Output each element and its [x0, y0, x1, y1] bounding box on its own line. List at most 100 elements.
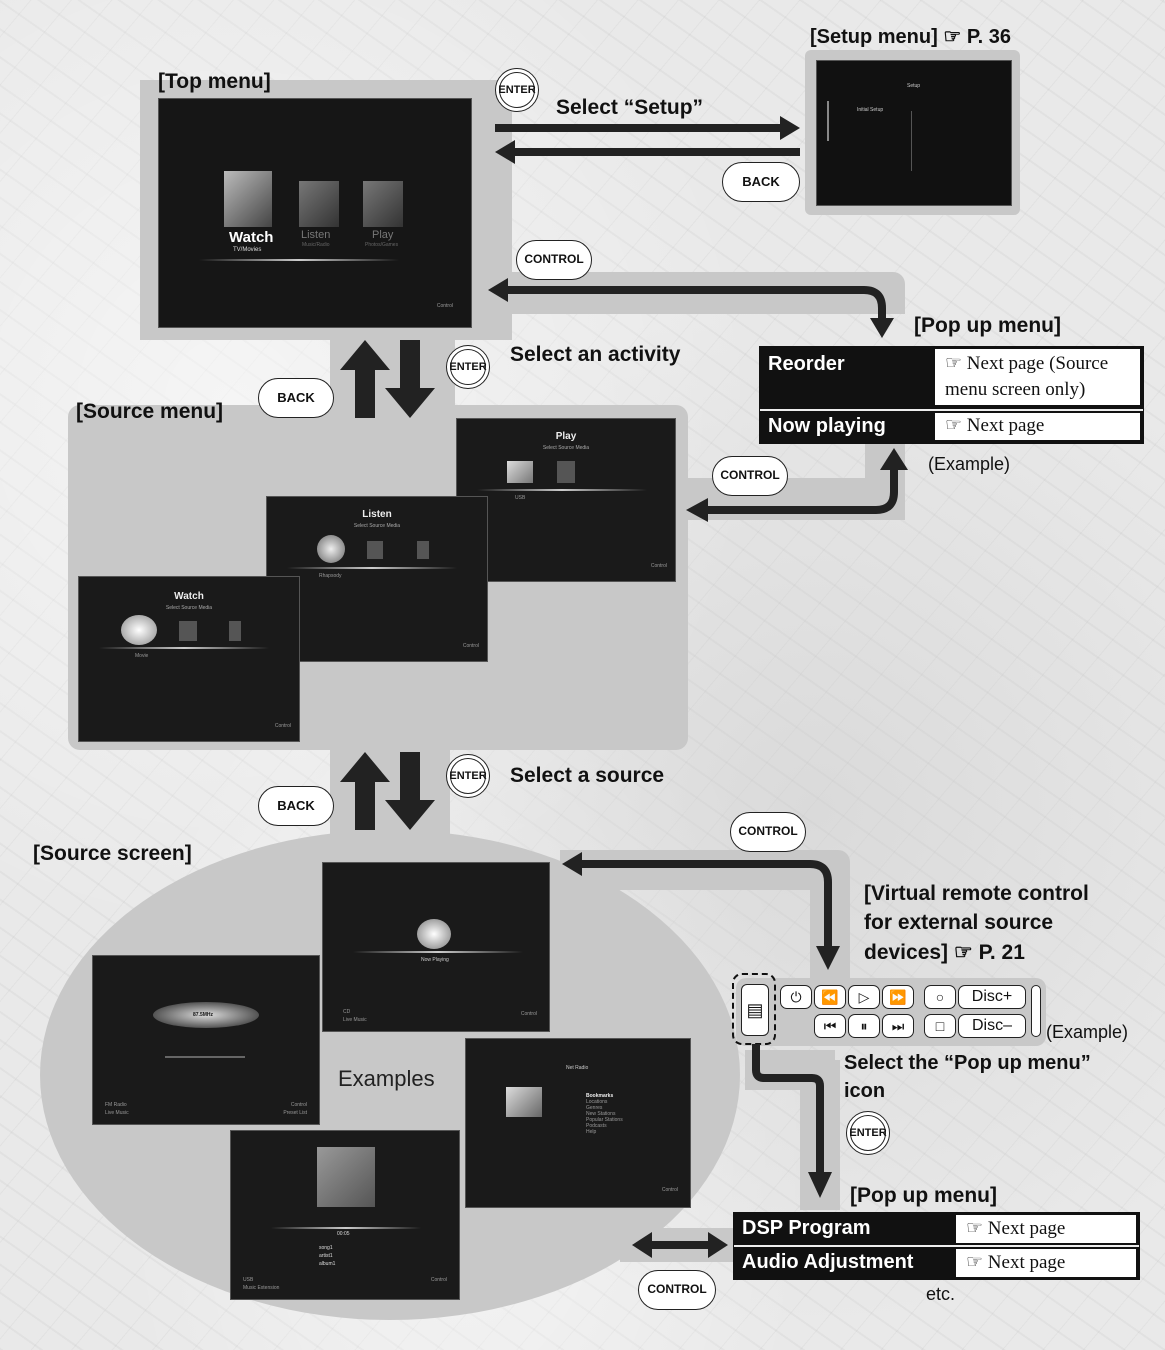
watch-screen-shelf: [99, 647, 269, 649]
popup-row-now-playing[interactable]: Now playing ☞ Next page: [760, 411, 1143, 443]
watch-label: Watch: [229, 229, 274, 246]
top-menu-shelf: [199, 259, 399, 261]
back-button-source[interactable]: BACK: [258, 378, 334, 418]
path-source-screen-stem: [330, 748, 450, 838]
play-tile-icon: [363, 181, 403, 227]
popup-row-audio-label: Audio Adjustment: [742, 1251, 914, 1273]
select-setup-label: Select “Setup”: [556, 96, 704, 119]
skip-back-button[interactable]: ⏮: [814, 1014, 846, 1038]
control-button-top[interactable]: CONTROL: [516, 240, 592, 280]
control-button-remote[interactable]: CONTROL: [730, 812, 806, 852]
music-device-icon-1: [367, 541, 383, 559]
listen-sub: Music/Radio: [302, 242, 330, 248]
fm-tuning-bar: [165, 1056, 245, 1058]
virtual-remote-ref: ☞ P. 21: [953, 941, 1025, 964]
popup-row-now-playing-ref: ☞ Next page: [935, 413, 1140, 440]
arrows-source-screen: [340, 752, 435, 830]
record-button[interactable]: ○: [924, 985, 956, 1009]
video-device-icon-2: [229, 621, 241, 641]
control-button-popup2[interactable]: CONTROL: [638, 1270, 716, 1310]
listen-screen-title: Listen: [362, 509, 392, 520]
arrow-remote-popup: [752, 1044, 832, 1198]
net-item-podcasts[interactable]: Podcasts: [586, 1123, 607, 1129]
net-menu-list: Bookmarks Locations Genres New Stations …: [586, 1093, 676, 1135]
play-screen-shelf: [477, 489, 647, 491]
music-device-icon-2: [417, 541, 429, 559]
remote-scrollbar[interactable]: [1031, 985, 1041, 1037]
video-device-icon-1: [179, 621, 197, 641]
rhapsody-icon: [317, 535, 345, 563]
net-item-genres[interactable]: Genres: [586, 1105, 603, 1111]
net-item-help[interactable]: Help: [586, 1129, 597, 1135]
popup-row-dsp-ref: ☞ Next page: [956, 1215, 1136, 1243]
fm-line1: FM Radio: [105, 1102, 127, 1108]
popup-row-audio[interactable]: Audio Adjustment ☞ Next page: [734, 1247, 1139, 1279]
setup-screen-title: Setup: [907, 83, 921, 89]
popup-row-now-playing-label: Now playing: [768, 415, 886, 437]
setup-menu-screen: Setup Initial Setup: [816, 60, 1012, 206]
cd-caption: Now Playing: [421, 957, 449, 963]
net-item-new-stations[interactable]: New Stations: [586, 1111, 616, 1117]
disc-plus-button[interactable]: Disc+: [958, 985, 1026, 1009]
control-button-source[interactable]: CONTROL: [712, 456, 788, 496]
popup-row-reorder[interactable]: Reorder ☞ Next page (Source menu screen …: [760, 347, 1143, 407]
popup-menu-1-title: [Pop up menu]: [914, 314, 1061, 337]
power-button[interactable]: ⏻: [780, 985, 812, 1009]
setup-screen-item: Initial Setup: [857, 107, 884, 113]
enter-button-source[interactable]: ENTER: [446, 754, 490, 798]
popup-2-etc: etc.: [926, 1284, 956, 1304]
pause-button[interactable]: ⏸: [848, 1014, 880, 1038]
path-top-source-stem: [330, 340, 455, 410]
popup-2-divider: [734, 1245, 1139, 1247]
popup-menu-icon[interactable]: ▤: [741, 984, 769, 1036]
arrows-top-setup: [495, 116, 800, 164]
arrows-screen-remote: [562, 852, 840, 970]
play-button[interactable]: ▷: [848, 985, 880, 1009]
watch-sub: TV/Movies: [233, 247, 262, 253]
net-control: Control: [661, 1187, 678, 1193]
fm-preset: Preset List: [283, 1110, 307, 1116]
net-item-locations[interactable]: Locations: [586, 1099, 608, 1105]
listen-source-screen: Listen Select Source Media Rhapsody Cont…: [266, 496, 488, 662]
popup-row-dsp-label: DSP Program: [742, 1217, 871, 1239]
popup-row-dsp[interactable]: DSP Program ☞ Next page: [734, 1213, 1139, 1245]
rewind-button[interactable]: ⏪: [814, 985, 846, 1009]
net-item-popular-stations[interactable]: Popular Stations: [586, 1117, 623, 1123]
enter-button-activity[interactable]: ENTER: [446, 345, 490, 389]
play-screen-control: Control: [650, 563, 667, 569]
listen-label: Listen: [301, 229, 331, 241]
watch-tile-icon: [224, 171, 272, 227]
device-icon: [557, 461, 575, 483]
remote-example: (Example): [1046, 1022, 1129, 1042]
popup-row-reorder-ref: ☞ Next page (Source menu screen only): [935, 349, 1140, 405]
enter-button-setup[interactable]: ENTER: [495, 68, 539, 112]
arrows-top-popup: [488, 278, 894, 338]
net-radio-icon: [506, 1087, 542, 1117]
watch-screen-control: Control: [274, 723, 291, 729]
watch-screen-item: Movie: [135, 653, 149, 659]
net-item-bookmarks[interactable]: Bookmarks: [586, 1093, 614, 1099]
fm-control: Control: [290, 1102, 307, 1108]
enter-button-popup[interactable]: ENTER: [846, 1111, 890, 1155]
stop-button[interactable]: □: [924, 1014, 956, 1038]
cd-line1: CD: [343, 1009, 351, 1015]
back-button-screen[interactable]: BACK: [258, 786, 334, 826]
setup-menu-heading: [Setup menu] ☞ P. 36: [810, 24, 1011, 49]
disc-minus-button[interactable]: Disc–: [958, 1014, 1026, 1038]
usb-line1: USB: [243, 1277, 254, 1283]
play-sub: Photos/Games: [365, 242, 399, 248]
cd-screen: Now Playing CD Live Music Control: [322, 862, 550, 1032]
play-source-screen: Play Select Source Media USB Control: [456, 418, 676, 582]
arrows-top-source: [340, 340, 435, 418]
movie-icon: [121, 615, 157, 645]
fm-freq: 87.5MHz: [193, 1012, 214, 1018]
usb-artist: artist1: [319, 1253, 333, 1259]
skip-forward-button[interactable]: ⏭: [882, 1014, 914, 1038]
watch-screen-sub: Select Source Media: [165, 605, 213, 611]
usb-screen-shelf: [271, 1227, 421, 1229]
cd-control: Control: [520, 1011, 537, 1017]
virtual-remote-title-3-line: devices] ☞ P. 21: [864, 940, 1025, 965]
back-button-setup[interactable]: BACK: [722, 162, 800, 202]
play-screen-item: USB: [515, 495, 526, 501]
fast-forward-button[interactable]: ⏩: [882, 985, 914, 1009]
